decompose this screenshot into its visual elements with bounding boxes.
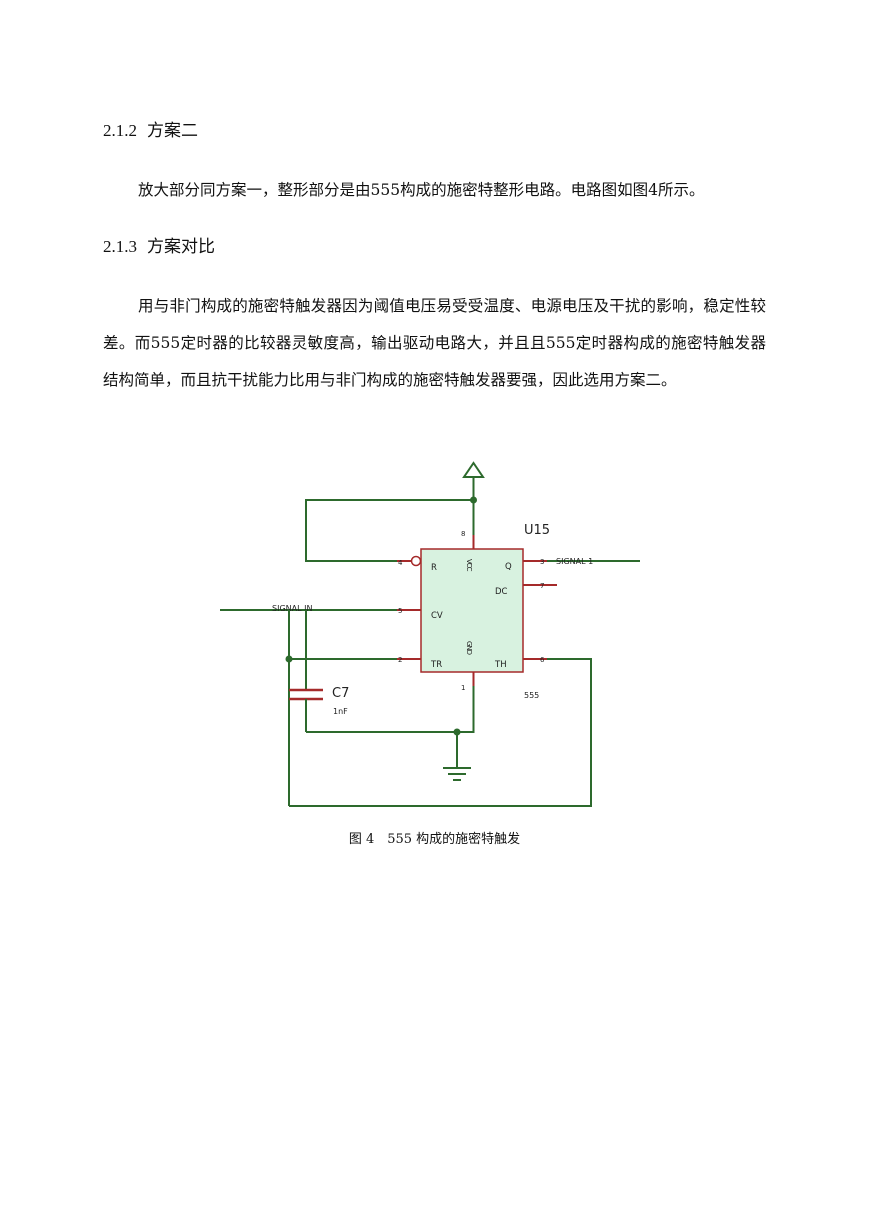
- pin-number-2: 2: [398, 656, 402, 664]
- pin-label-dc: DC: [495, 587, 508, 597]
- pin-number-1: 1: [461, 684, 465, 692]
- vcc-symbol: [462, 461, 485, 478]
- paragraph-scheme-two: 放大部分同方案一，整形部分是由555构成的施密特整形电路。电路图如图4所示。: [138, 181, 705, 199]
- section-heading-2-1-3: 2.1.3 方案对比: [103, 232, 215, 257]
- section-title: 方案对比: [147, 237, 215, 257]
- schmitt-trigger-circuit-diagram: 4 5 2 3 7 6 8 1 R CV TR Q DC TH VCC GND …: [220, 461, 640, 807]
- section-heading-2-1-2: 2.1.2 方案二: [103, 116, 198, 141]
- net-label-input: SIGNAL IN: [272, 604, 312, 613]
- section-title: 方案二: [147, 121, 198, 141]
- pin-number-7: 7: [540, 582, 544, 590]
- pin-label-q: Q: [505, 562, 512, 572]
- pin-number-4: 4: [398, 559, 403, 567]
- reset-tie-wire: [305, 499, 474, 562]
- pin-label-th: TH: [494, 660, 507, 670]
- figure-caption: 图 4 555 构成的施密特触发: [348, 832, 521, 847]
- capacitor-value: 1nF: [333, 707, 348, 716]
- section-number: 2.1.3: [103, 237, 137, 256]
- section-number: 2.1.2: [103, 121, 137, 140]
- pin-label-vcc: VCC: [465, 559, 473, 572]
- pin-label-gnd: GND: [465, 641, 473, 655]
- ic-part-number: 555: [524, 691, 539, 700]
- ic-reference: U15: [524, 523, 550, 538]
- pin-label-r: R: [431, 563, 437, 573]
- capacitor-reference: C7: [332, 686, 349, 701]
- pin-number-5: 5: [398, 607, 402, 615]
- reset-inversion-bubble: [410, 555, 422, 567]
- pin-number-8: 8: [461, 530, 465, 538]
- pin-number-3: 3: [540, 558, 544, 566]
- pin-label-cv: CV: [431, 611, 443, 621]
- net-label-output: SIGNAL 1: [556, 557, 593, 566]
- paragraph-scheme-comparison: 用与非门构成的施密特触发器因为阈值电压易受受温度、电源电压及干扰的影响，稳定性较…: [103, 297, 766, 389]
- ground-symbol: [443, 767, 471, 781]
- ground-wire: [306, 686, 475, 733]
- ic-555-body: [420, 548, 524, 673]
- pin-label-tr: TR: [430, 660, 442, 670]
- junction-dot: [285, 655, 293, 663]
- threshold-feedback-wire: [289, 658, 592, 807]
- pin-number-6: 6: [540, 656, 545, 664]
